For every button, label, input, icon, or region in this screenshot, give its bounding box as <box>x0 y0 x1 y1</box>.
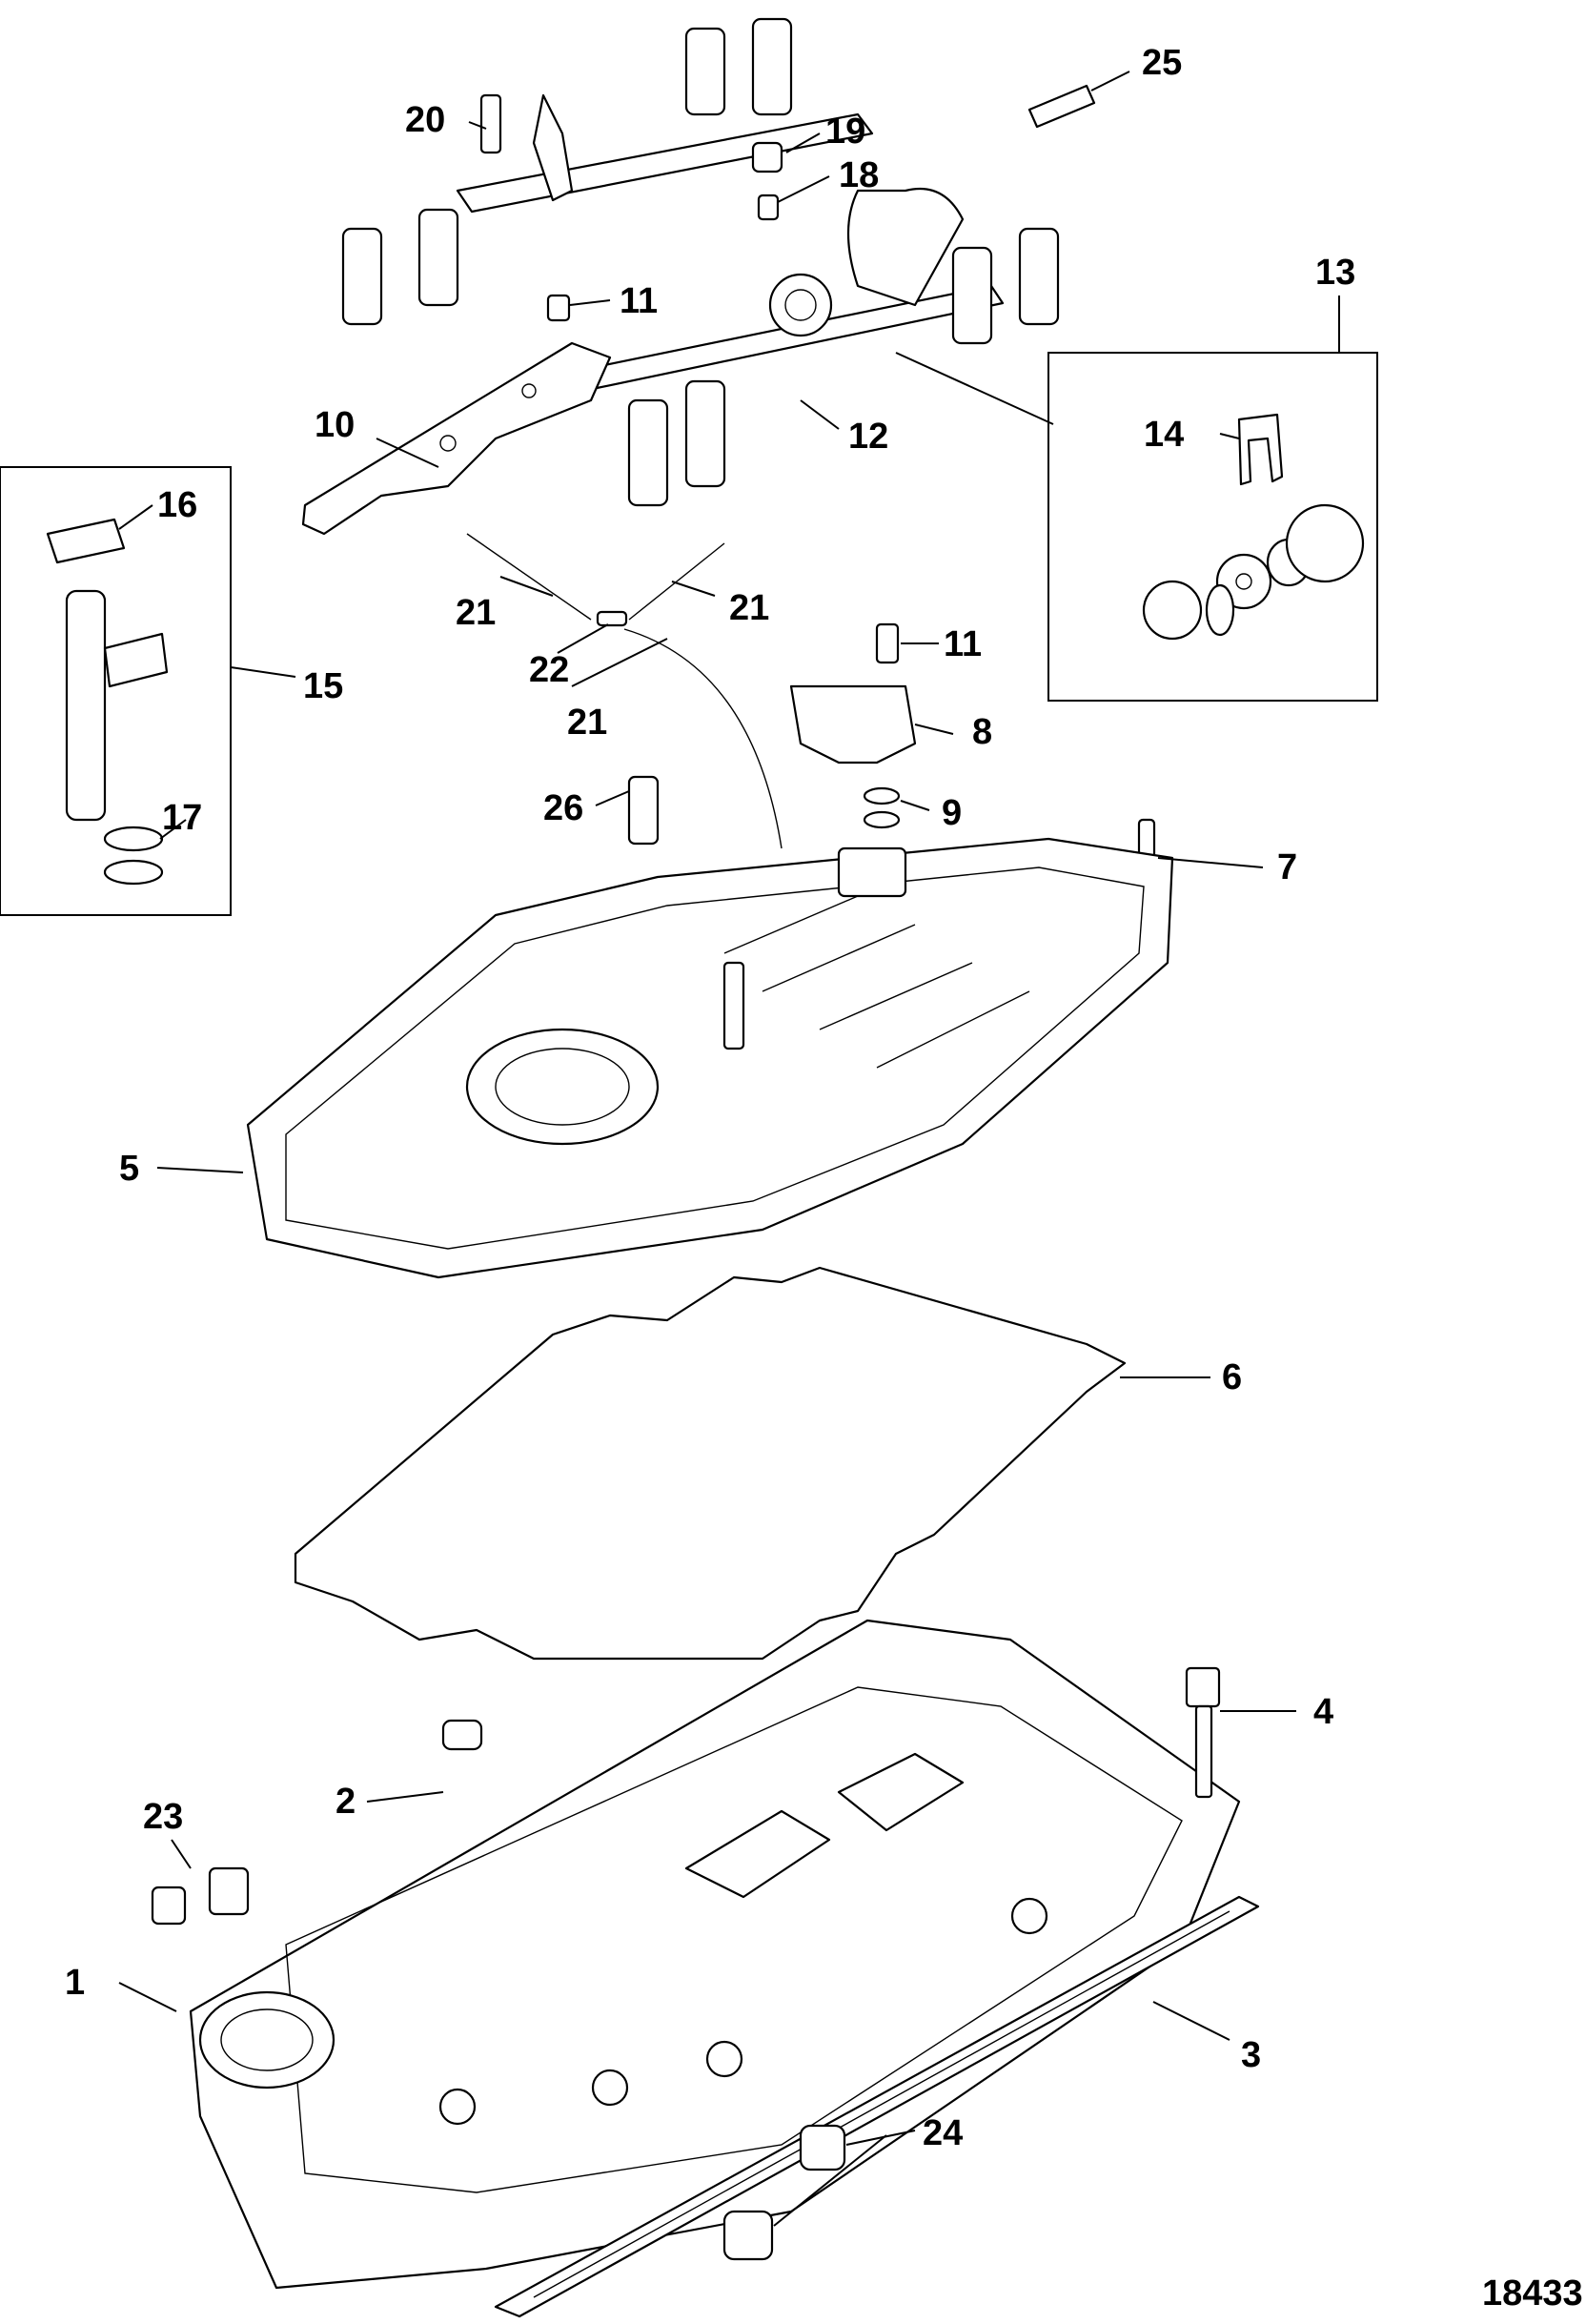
callout-16: 16 <box>157 485 197 525</box>
callout-11-middle: 11 <box>944 624 982 664</box>
callout-24: 24 <box>923 2113 963 2153</box>
figure-number: 18433 <box>1482 2273 1583 2314</box>
callout-17: 17 <box>162 798 202 838</box>
callout-9: 9 <box>942 793 962 833</box>
callout-23: 23 <box>143 1797 183 1837</box>
callout-3: 3 <box>1241 2035 1261 2075</box>
injector-detail-box <box>0 466 232 916</box>
callout-13: 13 <box>1315 253 1355 293</box>
rail-fittings <box>479 84 1096 322</box>
upper-intake-manifold <box>246 837 1174 1279</box>
callout-2: 2 <box>336 1782 356 1822</box>
callout-12: 12 <box>848 417 888 457</box>
callout-1: 1 <box>65 1963 85 2003</box>
manifold-gasket <box>294 1266 1127 1661</box>
small-hardware <box>151 1666 1260 2318</box>
callout-21-right: 21 <box>729 588 769 628</box>
rail-injectors <box>341 17 1060 507</box>
regulator-detail-box <box>1047 352 1378 702</box>
callout-labels: 25 20 19 18 11 10 12 13 14 16 15 17 21 2… <box>65 43 1583 2314</box>
callout-10: 10 <box>315 405 355 445</box>
callout-26: 26 <box>543 788 583 828</box>
regulator-detail-parts <box>1142 413 1365 641</box>
callout-21-left: 21 <box>456 593 496 633</box>
callout-4: 4 <box>1313 1692 1333 1732</box>
callout-14: 14 <box>1144 415 1184 455</box>
callout-11-top: 11 <box>620 281 658 321</box>
callout-6: 6 <box>1222 1357 1242 1397</box>
vacuum-hoses <box>466 533 783 849</box>
callout-7: 7 <box>1277 847 1297 887</box>
callout-22: 22 <box>529 650 569 690</box>
callout-8: 8 <box>972 712 992 752</box>
callout-25: 25 <box>1142 43 1182 83</box>
leader-lines <box>118 71 1340 2227</box>
callout-18: 18 <box>839 155 879 195</box>
callout-15: 15 <box>303 666 343 706</box>
injector-detail-parts <box>46 518 169 886</box>
callout-20: 20 <box>405 100 445 140</box>
fuel-rail-assembly <box>301 17 1060 536</box>
lower-intake-manifold <box>189 1619 1241 2290</box>
callout-5: 5 <box>119 1149 139 1189</box>
callout-21-bottom: 21 <box>567 703 607 743</box>
callout-19: 19 <box>825 112 865 152</box>
